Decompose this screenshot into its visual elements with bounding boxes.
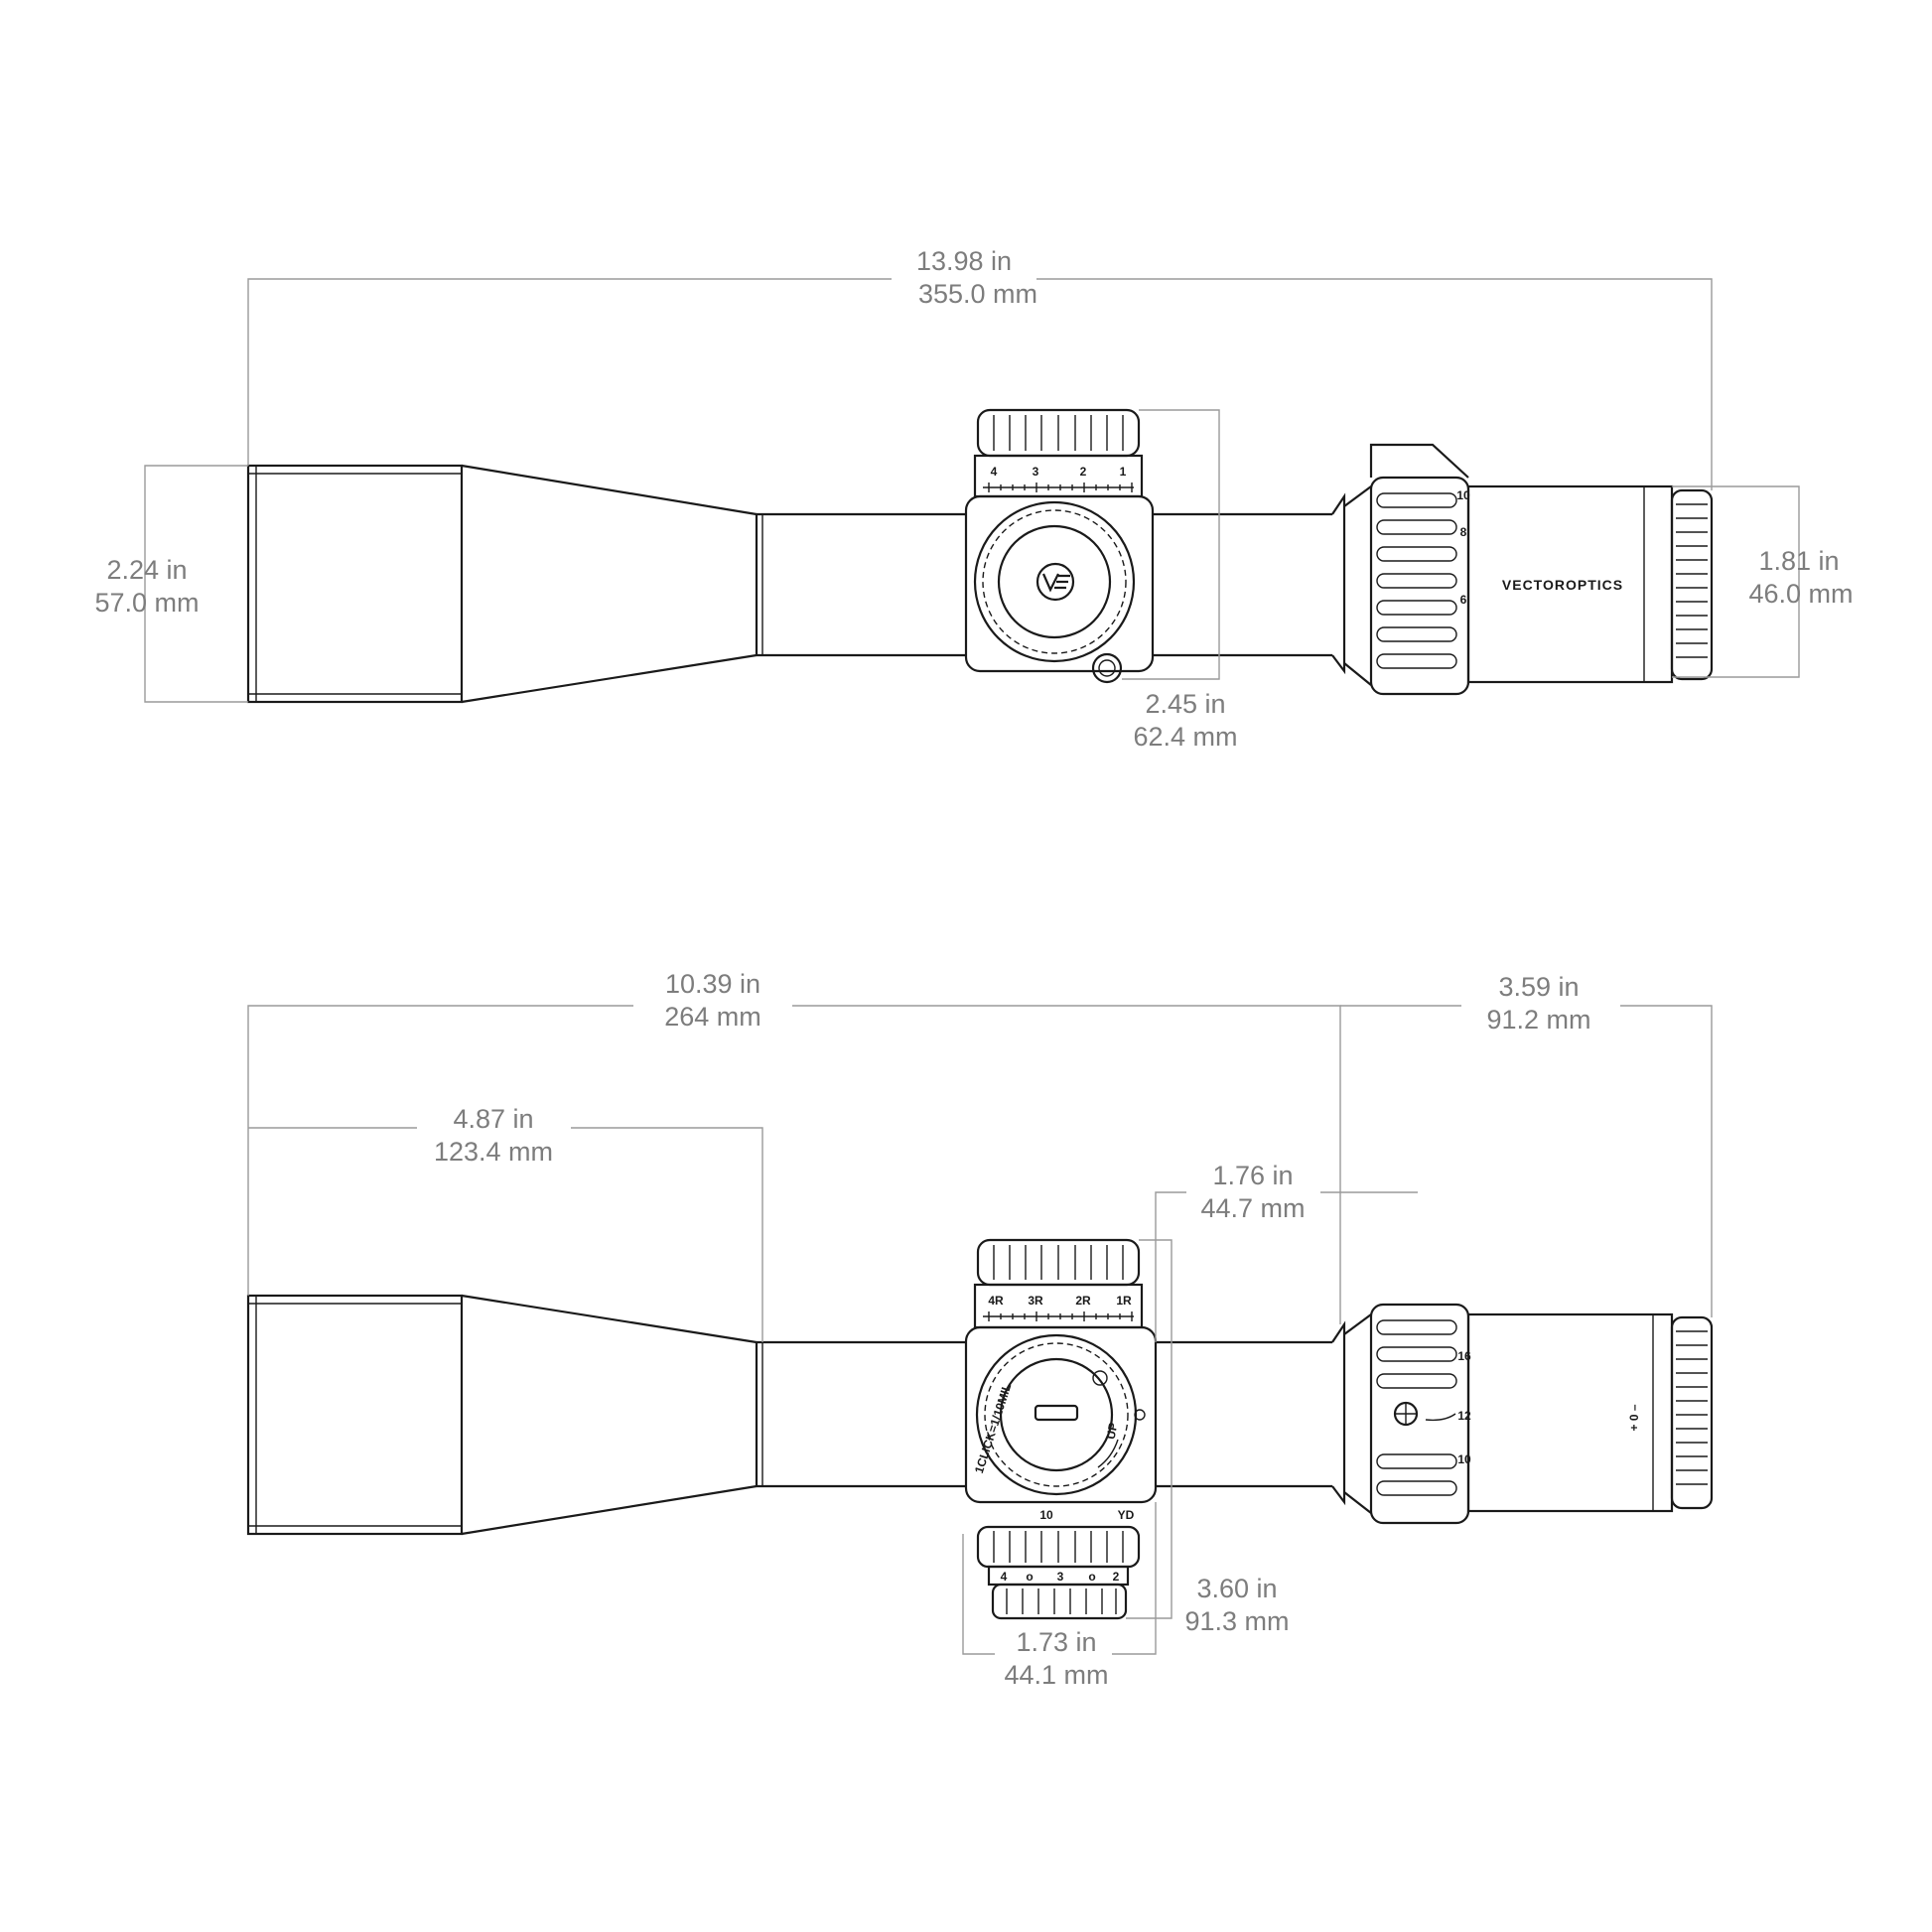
lower-scale-label: 2 (1113, 1570, 1120, 1584)
windage-dial-outer (975, 1333, 1138, 1496)
turret-span-in: 3.60 in (1196, 1574, 1277, 1603)
power-ring-collar (1331, 492, 1346, 675)
side-view-scope: 4R 3R 2R 1R 1CLICK=1/10MIL UP 10 YD 4 o … (246, 1238, 1714, 1620)
lower-scale-label: 3 (1057, 1570, 1064, 1584)
bottom-knob (991, 1583, 1128, 1620)
diopter-knob (1670, 488, 1714, 681)
overall-length-in: 13.98 in (916, 246, 1012, 276)
diopter-knob (1670, 1315, 1714, 1510)
overall-length-dimension (247, 278, 1713, 490)
main-tube (757, 512, 1332, 657)
windage-scale-label: 3R (1028, 1294, 1043, 1308)
windage-dial-cap (999, 1357, 1114, 1472)
turret-height-dimension (1122, 409, 1220, 680)
objective-bell-mm: 123.4 mm (434, 1137, 553, 1167)
magnification-mark: 8 (1460, 525, 1467, 539)
parallax-dial-knurl (982, 509, 1127, 654)
eyepiece-length-in: 3.59 in (1498, 972, 1579, 1002)
throw-lever (1369, 443, 1469, 479)
turret-span-mm: 91.3 mm (1184, 1606, 1289, 1636)
turret-to-ring-in: 1.76 in (1212, 1161, 1293, 1190)
windage-dial-knurl (984, 1342, 1129, 1487)
objective-diameter-in: 2.24 in (106, 555, 187, 585)
lower-scale-label: o (1088, 1570, 1095, 1584)
elevation-scale-label: 2 (1080, 465, 1087, 479)
windage-scale-label: 1R (1116, 1294, 1132, 1308)
turret-width-dimension (962, 1502, 1157, 1655)
objective-bell (246, 1294, 464, 1536)
windage-scale-label: 2R (1075, 1294, 1091, 1308)
objective-bell (246, 464, 464, 704)
turret-span-dimension (1126, 1239, 1173, 1619)
magnification-mark: 6 (1460, 593, 1467, 607)
turret-knurling (993, 1245, 1124, 1280)
objective-to-ring-dimension (247, 1005, 1341, 1324)
up-direction-text: UP (1104, 1422, 1121, 1441)
elevation-scale-label: 3 (1033, 465, 1039, 479)
top-view-scope: 4 3 2 1 10 8 6 (246, 408, 1714, 704)
elevation-scale-ring (973, 454, 1144, 498)
coin-slot-icon (1034, 1404, 1079, 1422)
objective-bell-dimension (248, 1127, 763, 1342)
objective-taper (461, 1294, 758, 1536)
objective-to-ring-in: 10.39 in (665, 969, 760, 999)
up-arrow-icon (1097, 1439, 1119, 1468)
turret-height-mm: 62.4 mm (1133, 722, 1237, 752)
illumination-mark-icon (1134, 1409, 1146, 1421)
turret-width-in: 1.73 in (1016, 1627, 1096, 1657)
ve-logo-icon (1035, 562, 1075, 602)
eyepiece-length-mm: 91.2 mm (1486, 1005, 1590, 1035)
turret-knurling (993, 415, 1124, 451)
main-tube (757, 1340, 1332, 1488)
objective-to-ring-mm: 264 mm (664, 1002, 761, 1032)
parallax-dial-outer (973, 500, 1136, 663)
magnification-ring-ribs (1376, 492, 1457, 669)
lower-scale-label: o (1026, 1570, 1033, 1584)
windage-scale-ring (973, 1283, 1144, 1329)
magnification-mark: 10 (1456, 488, 1470, 502)
turret-to-ring-dimension (1155, 1191, 1418, 1342)
overall-length-mm: 355.0 mm (918, 279, 1037, 309)
power-ring-collar (1331, 1320, 1346, 1506)
eyepiece-diameter-dimension (1672, 485, 1800, 678)
elevation-scale-label: 4 (991, 465, 998, 479)
turret-to-ring-mm: 44.7 mm (1200, 1193, 1305, 1223)
diopter-knurling (1676, 1330, 1708, 1485)
objective-taper (461, 464, 758, 704)
illumination-button-icon (1091, 652, 1123, 684)
diopter-scale-text: + 0 – (1627, 1404, 1641, 1431)
side-view-dimensions: 10.39 in 264 mm 3.59 in 91.2 mm 4.87 in … (247, 969, 1713, 1690)
saddle-mark: 10 (1039, 1508, 1053, 1522)
crosshair-mark-icon (1393, 1401, 1419, 1427)
parallax-dial-cap (997, 524, 1112, 639)
lower-scale-label: 4 (1001, 1570, 1008, 1584)
brand-wordmark: VECTOROPTICS (1502, 577, 1623, 593)
objective-diameter-dimension (144, 465, 248, 703)
windage-scale-label: 4R (988, 1294, 1004, 1308)
turret-saddle (964, 494, 1155, 673)
objective-diameter-mm: 57.0 mm (94, 588, 199, 618)
magnification-ring (1369, 1303, 1470, 1525)
magnification-ring-ribs (1376, 1319, 1457, 1496)
turret-width-mm: 44.1 mm (1004, 1660, 1108, 1690)
eyepiece-diameter-mm: 46.0 mm (1748, 579, 1853, 609)
eyepiece-length-dimension (1340, 1005, 1713, 1317)
zero-dot-icon (1092, 1370, 1108, 1386)
diopter-knurling (1676, 503, 1708, 658)
top-view-dimensions: 13.98 in 355.0 mm 2.24 in 57.0 mm 1.81 i… (94, 246, 1853, 752)
eyepiece-diameter-in: 1.81 in (1758, 546, 1839, 576)
saddle-mark: YD (1118, 1508, 1135, 1522)
turret-height-in: 2.45 in (1145, 689, 1225, 719)
objective-bell-in: 4.87 in (453, 1104, 533, 1134)
eyepiece-housing (1466, 1312, 1674, 1513)
elevation-scale-label: 1 (1120, 465, 1127, 479)
